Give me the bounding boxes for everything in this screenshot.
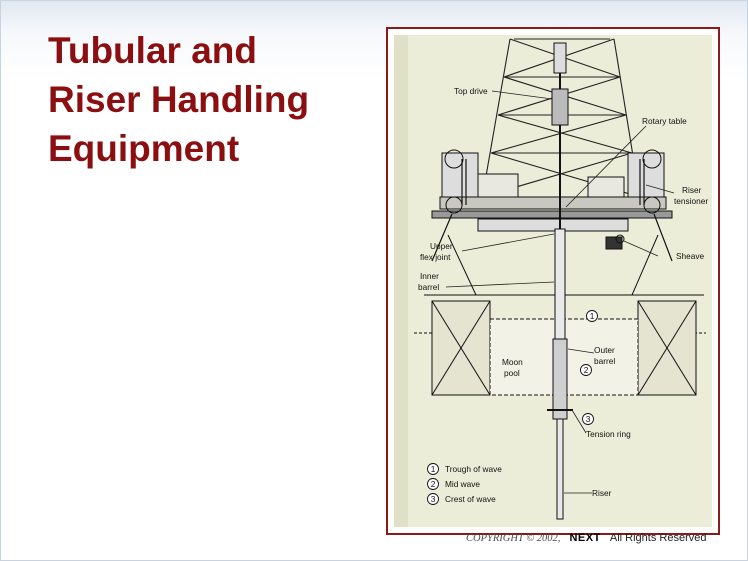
- legend-item-2: 2 Mid wave: [427, 478, 480, 490]
- label-moon-pool-2: pool: [504, 368, 520, 378]
- label-outer-barrel-1: Outer: [594, 345, 615, 355]
- svg-text:3: 3: [431, 494, 436, 504]
- svg-text:1: 1: [590, 311, 595, 321]
- legend-item-1: 1 Trough of wave: [427, 463, 502, 475]
- label-top-drive: Top drive: [454, 86, 488, 96]
- legend: 1 Trough of wave 2 Mid wave 3 Crest of w…: [427, 463, 502, 505]
- title-line-1: Tubular and: [48, 30, 257, 71]
- top-drive: [551, 42, 569, 147]
- legend-text-3: Crest of wave: [445, 494, 496, 504]
- title-line-3: Equipment: [48, 128, 240, 169]
- legend-text-1: Trough of wave: [445, 464, 502, 474]
- slide-title: Tubular and Riser Handling Equipment: [48, 26, 368, 173]
- legend-text-2: Mid wave: [445, 479, 480, 489]
- svg-text:2: 2: [431, 479, 436, 489]
- marker-1: 1: [586, 310, 598, 322]
- label-inner-barrel-2: barrel: [418, 282, 439, 292]
- label-riser-tensioner-1: Riser: [682, 185, 702, 195]
- svg-text:3: 3: [586, 414, 591, 424]
- label-sheave: Sheave: [676, 251, 705, 261]
- copyright-text: COPYRIGHT © 2002,: [466, 533, 561, 544]
- riser-handling-diagram: Top drive Rotary table Riser tensioner U…: [394, 35, 712, 527]
- svg-text:2: 2: [584, 365, 589, 375]
- riser-string: [547, 147, 573, 520]
- label-rotary-table: Rotary table: [642, 116, 687, 126]
- label-upper-flex-joint-1: Upper: [430, 241, 453, 251]
- label-moon-pool-1: Moon: [502, 357, 523, 367]
- marker-2: 2: [580, 364, 592, 376]
- sheave: [605, 234, 625, 250]
- paper-shadow: [394, 35, 408, 527]
- marker-3: 3: [582, 413, 594, 425]
- riser-tensioner: [431, 159, 673, 262]
- label-riser: Riser: [592, 488, 612, 498]
- title-line-2: Riser Handling: [48, 79, 310, 120]
- figure-frame: Top drive Rotary table Riser tensioner U…: [386, 27, 720, 535]
- label-outer-barrel-2: barrel: [594, 356, 615, 366]
- pointer-lines: [445, 90, 675, 494]
- svg-text:1: 1: [431, 464, 436, 474]
- next-logo: NEXT: [569, 532, 601, 544]
- drill-floor: [431, 149, 673, 232]
- legend-item-3: 3 Crest of wave: [427, 493, 496, 505]
- label-inner-barrel-1: Inner: [420, 271, 439, 281]
- label-upper-flex-joint-2: flex joint: [420, 252, 451, 262]
- footer: COPYRIGHT © 2002, NEXT All Rights Reserv…: [466, 532, 706, 548]
- label-tension-ring: Tension ring: [586, 429, 631, 439]
- label-riser-tensioner-2: tensioner: [674, 196, 708, 206]
- rights-text: All Rights Reserved: [609, 532, 707, 544]
